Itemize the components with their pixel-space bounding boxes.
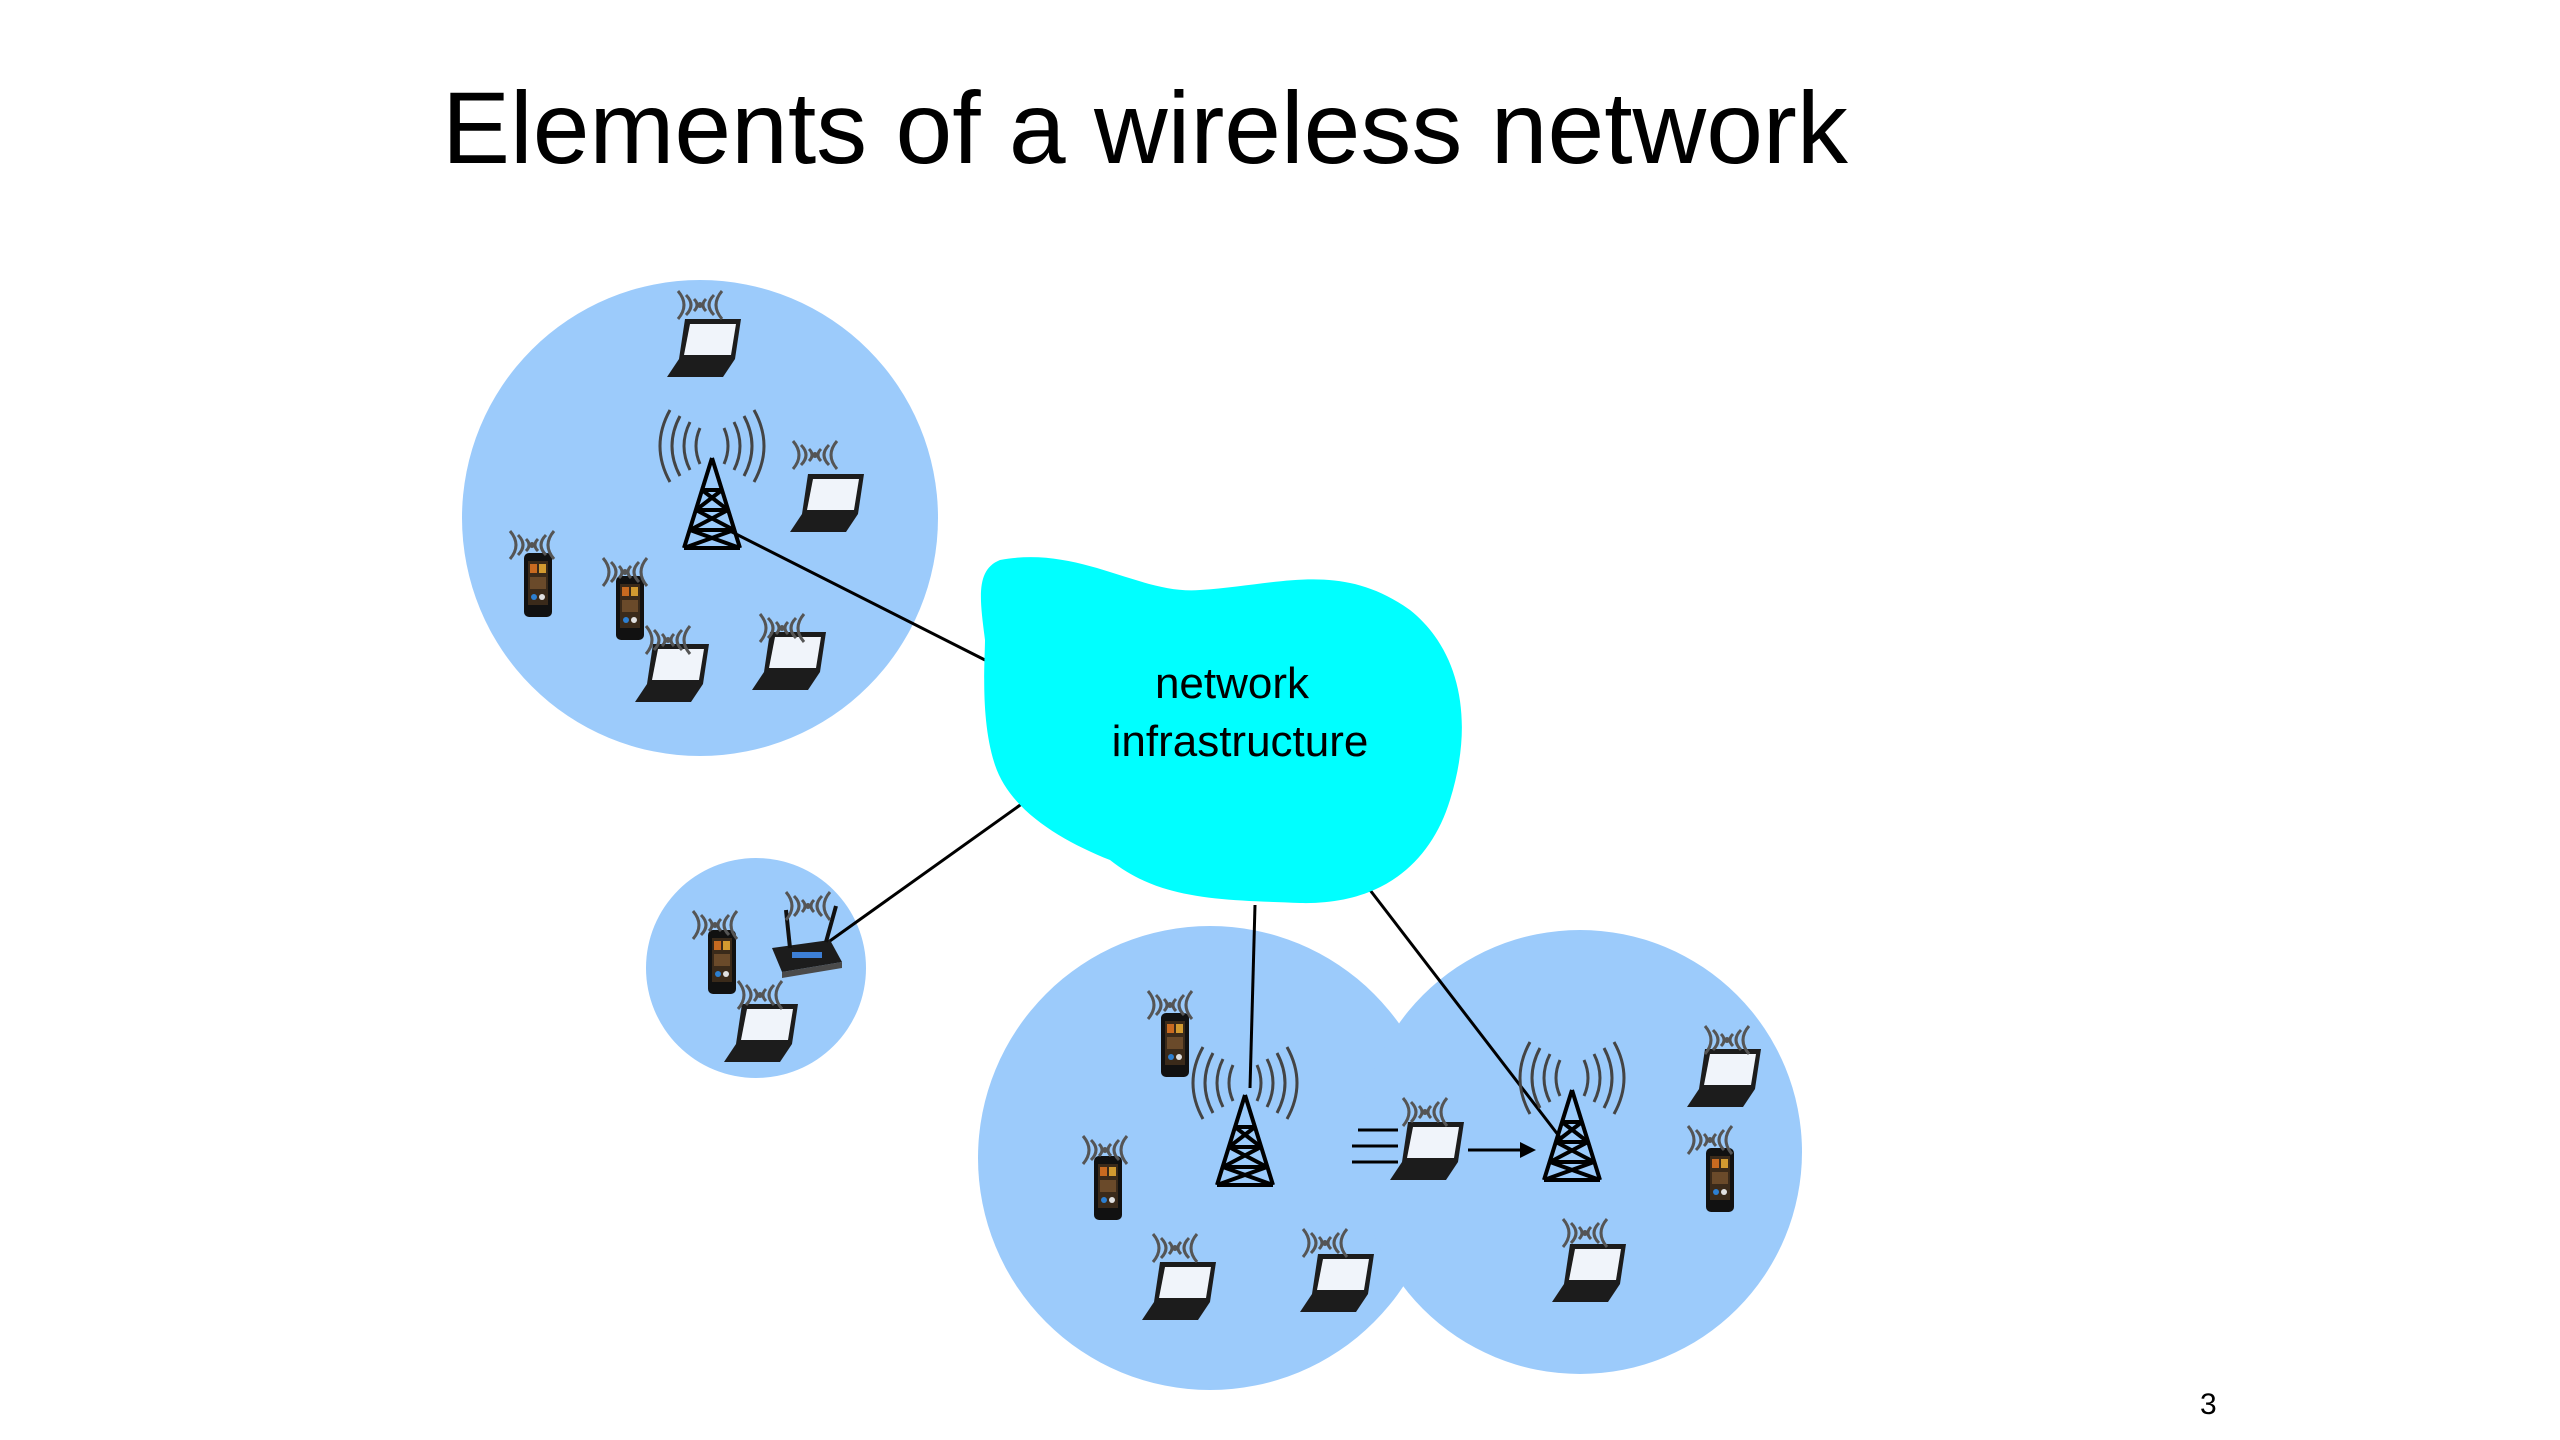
link-top-left [727,528,986,662]
cloud-label-network: network [1155,659,1310,708]
smartphone-icon [616,576,644,640]
cloud-label-infrastructure: infrastructure [1112,717,1369,766]
network-infrastructure-cloud [980,557,1462,904]
smartphone-icon [708,930,736,994]
wifi-router-icon [772,905,842,978]
smartphone-icon [1161,1013,1189,1077]
smartphone-icon [1706,1148,1734,1212]
cell-small-left [646,858,866,1078]
link-bottom-right [1368,889,1564,1141]
link-bottom-center [1248,904,1257,1089]
link-small-left [819,796,1031,950]
arrow-right-icon [1468,1142,1536,1158]
cell-bottom-right [1358,930,1802,1374]
slide-number: 3 [2200,1388,2217,1421]
smartphone-icon [1094,1156,1122,1220]
slide-title: Elements of a wireless network [442,71,1848,185]
motion-lines [1352,1128,1398,1164]
smartphone-icon [524,553,552,617]
